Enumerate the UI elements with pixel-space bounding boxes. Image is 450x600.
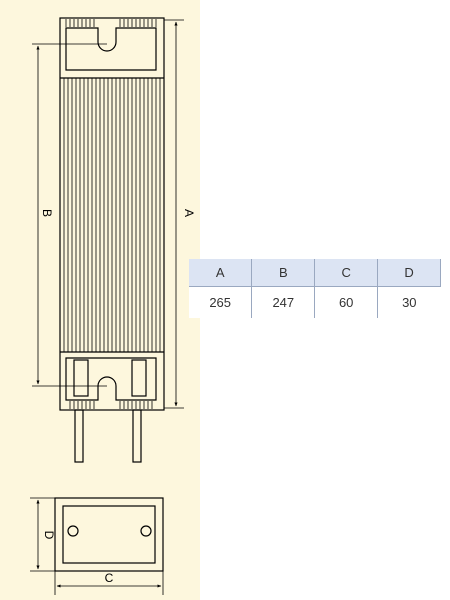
dimension-label-A: A bbox=[182, 209, 196, 217]
body-fins bbox=[60, 78, 164, 353]
dimension-A bbox=[164, 19, 184, 409]
lead-wires bbox=[74, 409, 142, 463]
dimension-table: A B C D 265 247 60 30 bbox=[189, 259, 441, 318]
top-bracket-fins bbox=[65, 19, 157, 27]
table-value-B: 247 bbox=[251, 286, 315, 318]
dimension-table-value-row: 265 247 60 30 bbox=[189, 286, 441, 318]
table-value-C: 60 bbox=[314, 286, 378, 318]
dimension-label-D: D bbox=[42, 531, 56, 540]
bottom-bracket-fins bbox=[69, 401, 153, 409]
table-header-A: A bbox=[189, 259, 252, 287]
resistor-front-view bbox=[59, 17, 165, 463]
dimension-label-B: B bbox=[40, 209, 54, 217]
table-header-B: B bbox=[251, 259, 315, 287]
table-value-A: 265 bbox=[189, 286, 252, 318]
resistor-end-view bbox=[54, 497, 164, 572]
top-bracket bbox=[60, 27, 164, 79]
table-header-C: C bbox=[314, 259, 378, 287]
bottom-bracket bbox=[65, 357, 157, 401]
dimension-label-C: C bbox=[105, 571, 114, 585]
dimension-table-header-row: A B C D bbox=[189, 259, 441, 287]
table-value-D: 30 bbox=[377, 286, 441, 318]
dimension-B bbox=[32, 43, 107, 387]
dimension-D bbox=[30, 497, 55, 572]
dimension-C bbox=[54, 571, 164, 595]
body-outline bbox=[59, 17, 165, 411]
table-header-D: D bbox=[377, 259, 441, 287]
